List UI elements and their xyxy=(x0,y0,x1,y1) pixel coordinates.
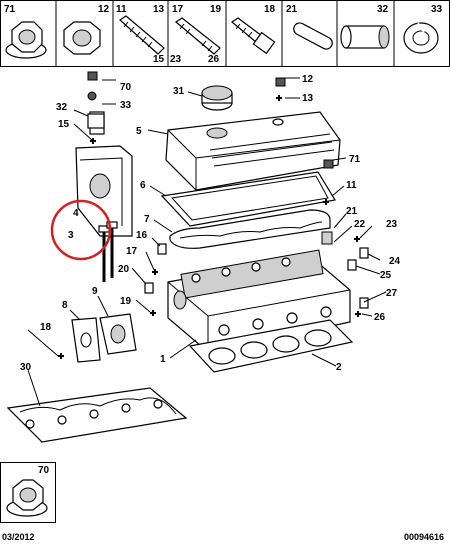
top-fasteners xyxy=(275,77,334,169)
footer-date: 03/2012 xyxy=(2,532,35,542)
callout-32: 32 xyxy=(56,102,68,113)
gasket-strip xyxy=(169,209,331,249)
flange-nut-inset-icon xyxy=(6,479,48,517)
flange-gasket xyxy=(71,317,101,363)
callout-3: 3 xyxy=(68,230,74,241)
callout-5: 5 xyxy=(136,126,142,137)
header-label-13: 13 xyxy=(153,4,165,15)
cover-gasket xyxy=(160,171,336,227)
callout-71: 71 xyxy=(349,154,361,165)
callout-70: 70 xyxy=(120,82,132,93)
flange-nut-icon xyxy=(5,21,47,59)
header-label-23: 23 xyxy=(170,54,182,65)
callout-9: 9 xyxy=(92,286,98,297)
dowels xyxy=(144,231,369,309)
header-label-71: 71 xyxy=(4,4,16,15)
callout-17: 17 xyxy=(126,246,138,257)
oil-filler-cap xyxy=(201,85,233,111)
callout-27: 27 xyxy=(386,288,398,299)
callout-30: 30 xyxy=(20,362,32,373)
callout-19: 19 xyxy=(120,296,132,307)
header-label-11: 11 xyxy=(116,4,127,15)
callout-23: 23 xyxy=(386,219,398,230)
header-label-21: 21 xyxy=(286,4,298,15)
callout-12: 12 xyxy=(302,74,314,85)
callout-22: 22 xyxy=(354,219,366,230)
inset-box: 70 xyxy=(0,462,56,523)
header-label-18: 18 xyxy=(264,4,276,15)
header-label-33: 33 xyxy=(431,4,443,15)
header-label-17: 17 xyxy=(172,4,184,15)
callout-16: 16 xyxy=(136,230,148,241)
hex-nut-icon xyxy=(63,21,101,55)
callout-8: 8 xyxy=(62,300,68,311)
callout-15: 15 xyxy=(58,119,70,130)
header-label-32: 32 xyxy=(377,4,389,15)
callout-25: 25 xyxy=(380,270,392,281)
highlight-circle xyxy=(50,199,112,261)
callout-6: 6 xyxy=(140,180,146,191)
footer-ref: 00094616 xyxy=(404,532,444,542)
head-gasket xyxy=(188,319,354,373)
callout-11: 11 xyxy=(346,180,357,191)
spring-washer-icon xyxy=(403,22,439,54)
callout-1: 1 xyxy=(160,354,166,365)
header-label-19: 19 xyxy=(210,4,222,15)
callout-18: 18 xyxy=(40,322,52,333)
header-strip: 71 12 11 13 15 17 19 23 26 xyxy=(0,0,450,67)
cylinder-head-cover xyxy=(165,111,341,191)
water-flange xyxy=(99,313,137,355)
callout-labels: 70 33 32 15 12 13 31 5 71 11 6 7 21 22 2… xyxy=(20,74,401,373)
stud-icon xyxy=(119,15,165,55)
leader-lines xyxy=(27,77,387,407)
callout-2: 2 xyxy=(336,362,342,373)
header-label-15: 15 xyxy=(153,54,165,65)
callout-4: 4 xyxy=(73,208,79,219)
inset-label-70: 70 xyxy=(38,465,50,476)
callout-21: 21 xyxy=(346,206,358,217)
screw-icon xyxy=(230,17,276,55)
callout-33: 33 xyxy=(120,100,132,111)
header-label-12: 12 xyxy=(98,4,110,15)
marker-crosses xyxy=(58,95,361,359)
callout-24: 24 xyxy=(389,256,401,267)
dowel-pin-icon xyxy=(293,22,333,50)
callout-31: 31 xyxy=(173,86,185,97)
callout-26: 26 xyxy=(374,312,386,323)
header-label-26: 26 xyxy=(208,54,220,65)
clamp-assembly xyxy=(87,71,105,129)
callout-20: 20 xyxy=(118,264,130,275)
callout-13: 13 xyxy=(302,93,314,104)
head-bolts xyxy=(98,221,118,282)
sleeve-icon xyxy=(340,25,390,49)
long-stud-icon xyxy=(175,17,221,55)
callout-7: 7 xyxy=(144,214,150,225)
manifold-gasket xyxy=(6,387,188,443)
bracket-housing xyxy=(75,111,133,237)
